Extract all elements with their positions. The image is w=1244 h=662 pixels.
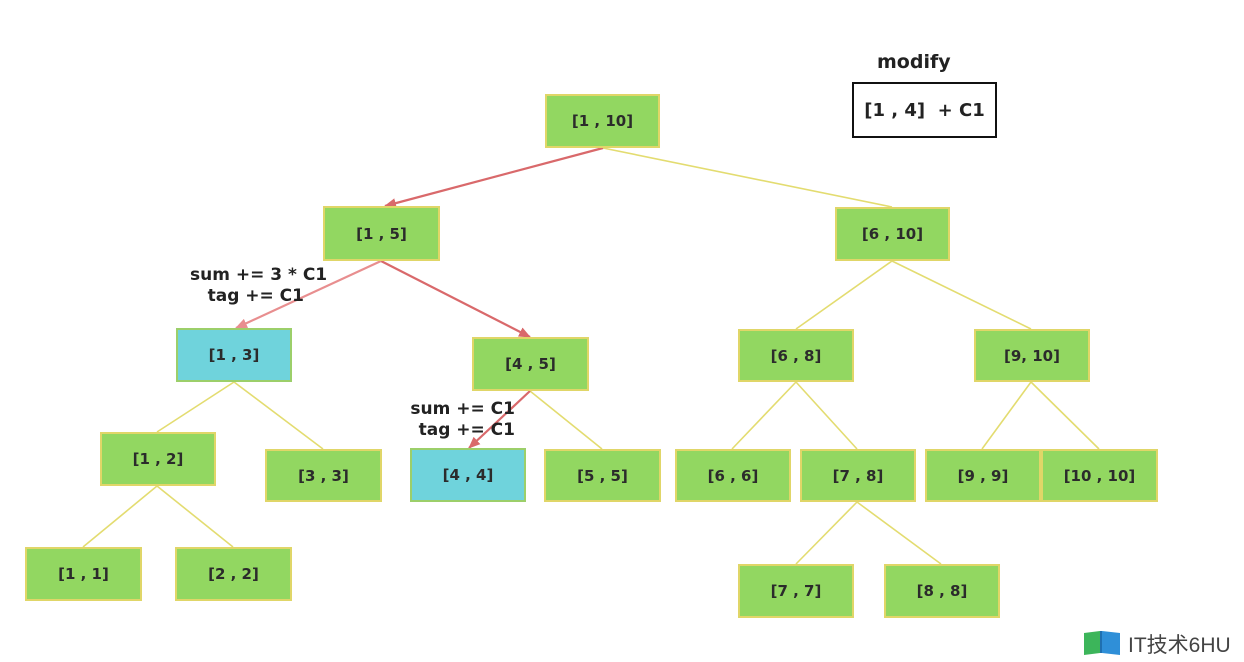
node-4-5: [4 , 5] xyxy=(472,337,589,391)
edge-6-8-to-6-6 xyxy=(731,381,797,450)
annotation-mid-sum: sum += C1 xyxy=(410,399,515,419)
modify-box: [1 , 4] + C1 xyxy=(852,82,997,138)
inactive-edges xyxy=(82,147,1100,565)
annotation-left-tag: tag += C1 xyxy=(207,286,304,306)
book-logo-icon xyxy=(1084,631,1120,655)
node-1-2: [1 , 2] xyxy=(100,432,216,486)
edge-1-10-to-1-5 xyxy=(384,146,604,209)
node-4-4: [4 , 4] xyxy=(410,448,526,502)
annotation-mid: sum += C1 tag += C1 xyxy=(405,399,515,441)
node-6-6: [6 , 6] xyxy=(675,449,791,502)
node-1-10: [1 , 10] xyxy=(545,94,660,148)
edge-1-5-to-4-5 xyxy=(380,260,531,338)
edge-1-3-to-1-2 xyxy=(156,381,235,433)
node-2-2: [2 , 2] xyxy=(175,547,292,601)
edge-1-2-to-1-1 xyxy=(82,485,158,548)
edge-7-8-to-8-8 xyxy=(856,501,942,565)
node-5-5: [5 , 5] xyxy=(544,449,661,502)
node-9-10: [9, 10] xyxy=(974,329,1090,382)
edge-1-2-to-2-2 xyxy=(156,485,234,548)
annotation-left: sum += 3 * C1 tag += C1 xyxy=(190,265,328,307)
node-6-10: [6 , 10] xyxy=(835,207,950,261)
node-1-3: [1 , 3] xyxy=(176,328,292,382)
edge-9-10-to-9-9 xyxy=(981,381,1032,450)
node-9-9: [9 , 9] xyxy=(925,449,1041,502)
edge-4-5-to-4-4 xyxy=(468,390,531,449)
edge-1-10-to-6-10 xyxy=(602,147,893,208)
watermark-text: IT技术6HU xyxy=(1128,634,1231,657)
node-3-3: [3 , 3] xyxy=(265,449,382,502)
edge-1-3-to-3-3 xyxy=(233,381,324,450)
annotation-left-sum: sum += 3 * C1 xyxy=(190,265,328,285)
edge-6-8-to-7-8 xyxy=(795,381,858,450)
node-7-7: [7 , 7] xyxy=(738,564,854,618)
edge-4-5-to-5-5 xyxy=(529,390,603,450)
node-8-8: [8 , 8] xyxy=(884,564,1000,618)
modify-title: modify xyxy=(877,51,951,73)
edge-9-10-to-10-10 xyxy=(1030,381,1100,450)
node-6-8: [6 , 8] xyxy=(738,329,854,382)
watermark: IT技术6HU xyxy=(1082,628,1231,660)
node-1-1: [1 , 1] xyxy=(25,547,142,601)
edge-6-10-to-6-8 xyxy=(795,260,893,330)
annotation-mid-tag: tag += C1 xyxy=(418,420,515,440)
edge-6-10-to-9-10 xyxy=(891,260,1032,330)
edge-1-5-to-1-3 xyxy=(235,260,382,329)
node-7-8: [7 , 8] xyxy=(800,449,916,502)
node-1-5: [1 , 5] xyxy=(323,206,440,261)
edge-7-8-to-7-7 xyxy=(795,501,858,565)
node-10-10: [10 , 10] xyxy=(1041,449,1158,502)
